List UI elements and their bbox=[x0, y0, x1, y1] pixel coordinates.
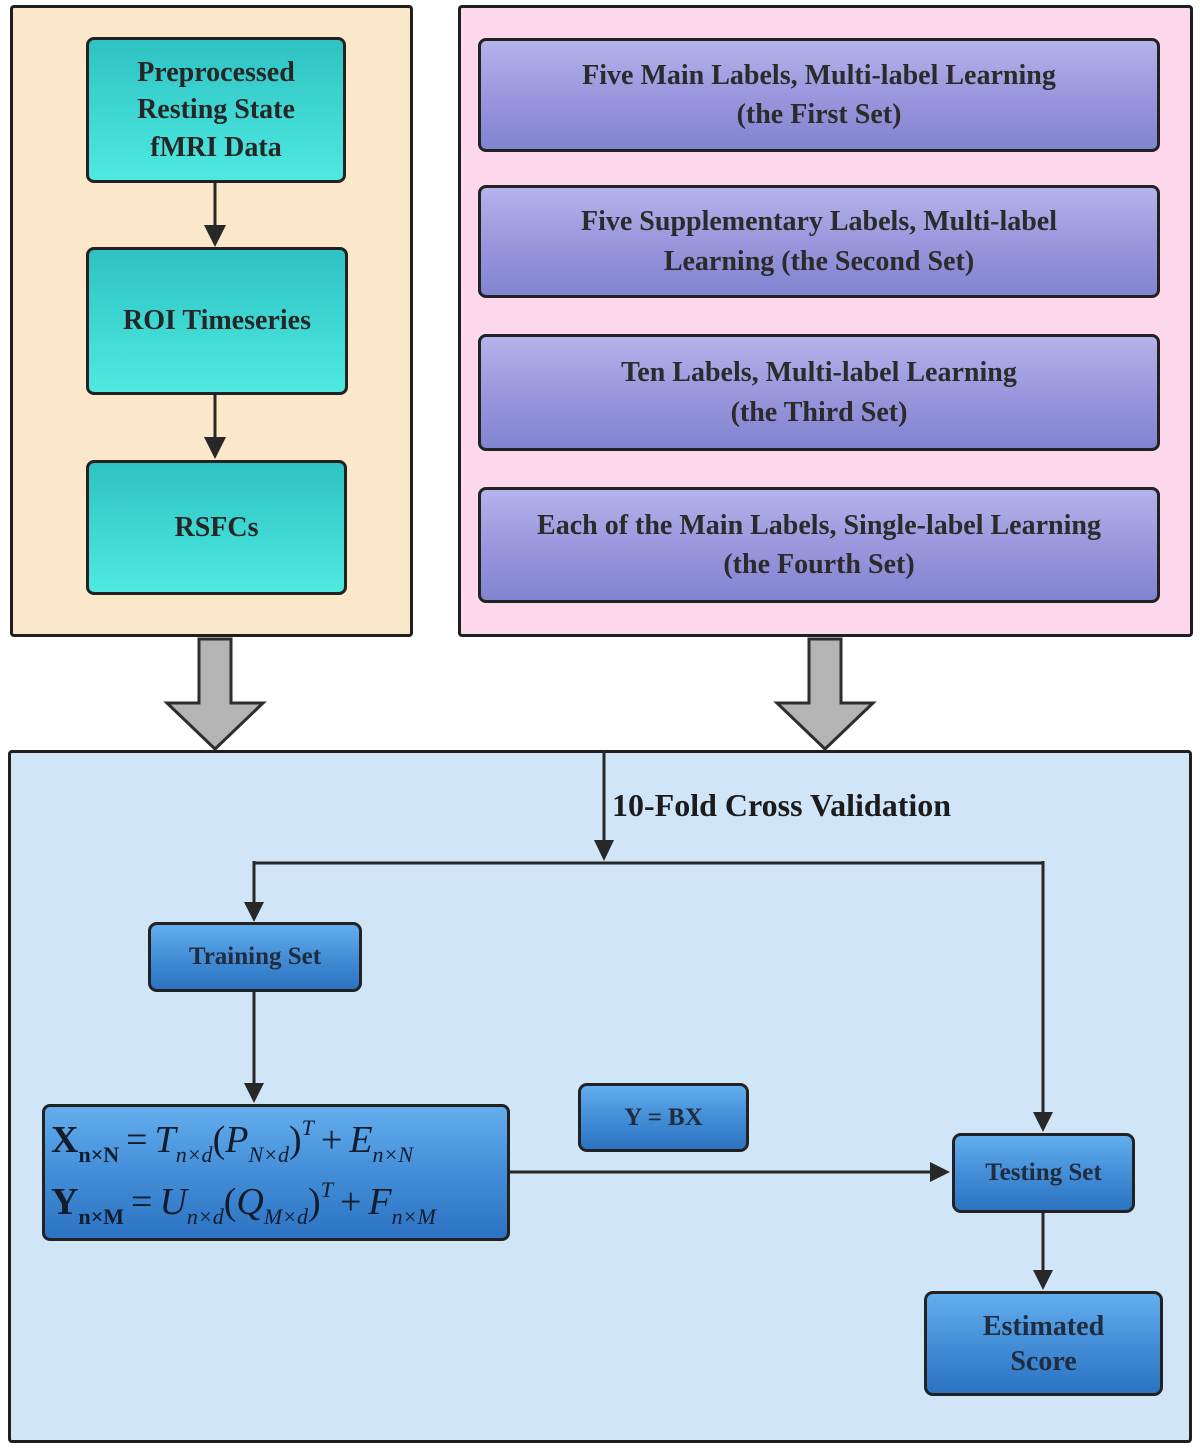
arrowhead-fmri-to-roi bbox=[204, 225, 226, 247]
box-label-line: (the Third Set) bbox=[730, 396, 908, 428]
box-regression-model: Y = BX bbox=[578, 1083, 749, 1152]
eq-subscript: n×M bbox=[391, 1203, 436, 1229]
eq-transpose: T bbox=[301, 1115, 314, 1141]
eq-subscript: n×M bbox=[78, 1203, 124, 1229]
arrowhead-roi-to-rsfc bbox=[204, 437, 226, 459]
box-label-line: fMRI Data bbox=[150, 131, 282, 163]
eq-term: U bbox=[159, 1180, 187, 1223]
eq-plus: + bbox=[339, 1180, 362, 1223]
eq-paren: ) bbox=[308, 1180, 321, 1223]
eq-subscript: n×d bbox=[186, 1203, 224, 1229]
arrowhead-to-training-set bbox=[244, 902, 264, 922]
box-label-line: Each of the Main Labels, Single-label Le… bbox=[537, 509, 1101, 541]
block-arrow-right-panel-to-cv bbox=[773, 637, 877, 752]
eq-term: X bbox=[51, 1119, 79, 1162]
box-label-line: Ten Labels, Multi-label Learning bbox=[621, 357, 1017, 389]
eq-transpose: T bbox=[320, 1176, 333, 1202]
box-pls-equations: Xn×N=Tn×d(PN×d)T+En×N Yn×M=Un×d(QM×d)T+F… bbox=[42, 1104, 510, 1241]
box-label-line: Score bbox=[1010, 1345, 1077, 1377]
box-third-label-set: Ten Labels, Multi-label Learning (the Th… bbox=[478, 334, 1160, 451]
box-label-line: Learning (the Second Set) bbox=[663, 245, 975, 277]
cv-entry-arrowhead bbox=[594, 840, 614, 861]
eq-paren: ( bbox=[212, 1119, 226, 1162]
eq-paren: ( bbox=[223, 1180, 237, 1223]
box-label-line: Five Supplementary Labels, Multi-label bbox=[581, 206, 1057, 238]
pls-equation-2: Yn×M =Un×d(QM×d)T+Fn×M bbox=[51, 1176, 436, 1229]
arrowhead-equations-to-testing bbox=[930, 1162, 950, 1182]
box-label-line: Estimated bbox=[982, 1310, 1105, 1342]
eq-subscript: n×d bbox=[175, 1142, 213, 1168]
arrowhead-training-to-equations bbox=[244, 1083, 264, 1103]
eq-equals: = bbox=[126, 1119, 148, 1162]
box-label-line: Testing Set bbox=[985, 1159, 1102, 1187]
box-label-line: (the First Set) bbox=[736, 99, 902, 130]
box-label-line: Training Set bbox=[188, 943, 322, 971]
box-first-label-set: Five Main Labels, Multi-label Learning (… bbox=[478, 38, 1160, 152]
eq-term: Y bbox=[51, 1180, 79, 1223]
box-preprocessed-fmri-data: Preprocessed Resting State fMRI Data bbox=[86, 37, 346, 183]
arrowhead-testing-to-score bbox=[1033, 1270, 1053, 1290]
eq-plus: + bbox=[320, 1119, 343, 1162]
box-roi-timeseries: ROI Timeseries bbox=[86, 247, 348, 395]
eq-subscript: M×d bbox=[263, 1203, 309, 1229]
eq-subscript: N×d bbox=[248, 1142, 289, 1168]
eq-subscript: n×N bbox=[78, 1142, 120, 1168]
box-label-line: (the Fourth Set) bbox=[723, 549, 915, 580]
box-label-line: Preprocessed bbox=[137, 57, 295, 89]
box-estimated-score: Estimated Score bbox=[924, 1291, 1163, 1396]
eq-equals: = bbox=[131, 1180, 153, 1223]
eq-paren: ) bbox=[288, 1119, 302, 1162]
eq-term: Q bbox=[236, 1180, 264, 1223]
cross-validation-title: 10-Fold Cross Validation bbox=[612, 787, 952, 823]
arrowhead-to-testing-set bbox=[1033, 1112, 1053, 1132]
box-rsfcs: RSFCs bbox=[86, 460, 347, 595]
eq-term: T bbox=[154, 1119, 176, 1162]
eq-subscript: n×N bbox=[372, 1142, 414, 1168]
box-second-label-set: Five Supplementary Labels, Multi-label L… bbox=[478, 185, 1160, 298]
block-arrow-left-panel-to-cv bbox=[163, 637, 267, 752]
eq-term: E bbox=[349, 1119, 373, 1162]
eq-term: P bbox=[225, 1119, 249, 1162]
eq-term: F bbox=[368, 1180, 392, 1223]
pls-equation-1: Xn×N=Tn×d(PN×d)T+En×N bbox=[51, 1117, 413, 1166]
box-testing-set: Testing Set bbox=[952, 1133, 1135, 1213]
box-label-line: Y = BX bbox=[624, 1103, 703, 1131]
box-label-line: Resting State bbox=[137, 94, 295, 126]
box-fourth-label-set: Each of the Main Labels, Single-label Le… bbox=[478, 487, 1160, 603]
box-label-line: RSFCs bbox=[174, 511, 259, 543]
box-label-line: ROI Timeseries bbox=[123, 305, 311, 337]
box-training-set: Training Set bbox=[148, 922, 362, 992]
box-label-line: Five Main Labels, Multi-label Learning bbox=[582, 59, 1056, 91]
